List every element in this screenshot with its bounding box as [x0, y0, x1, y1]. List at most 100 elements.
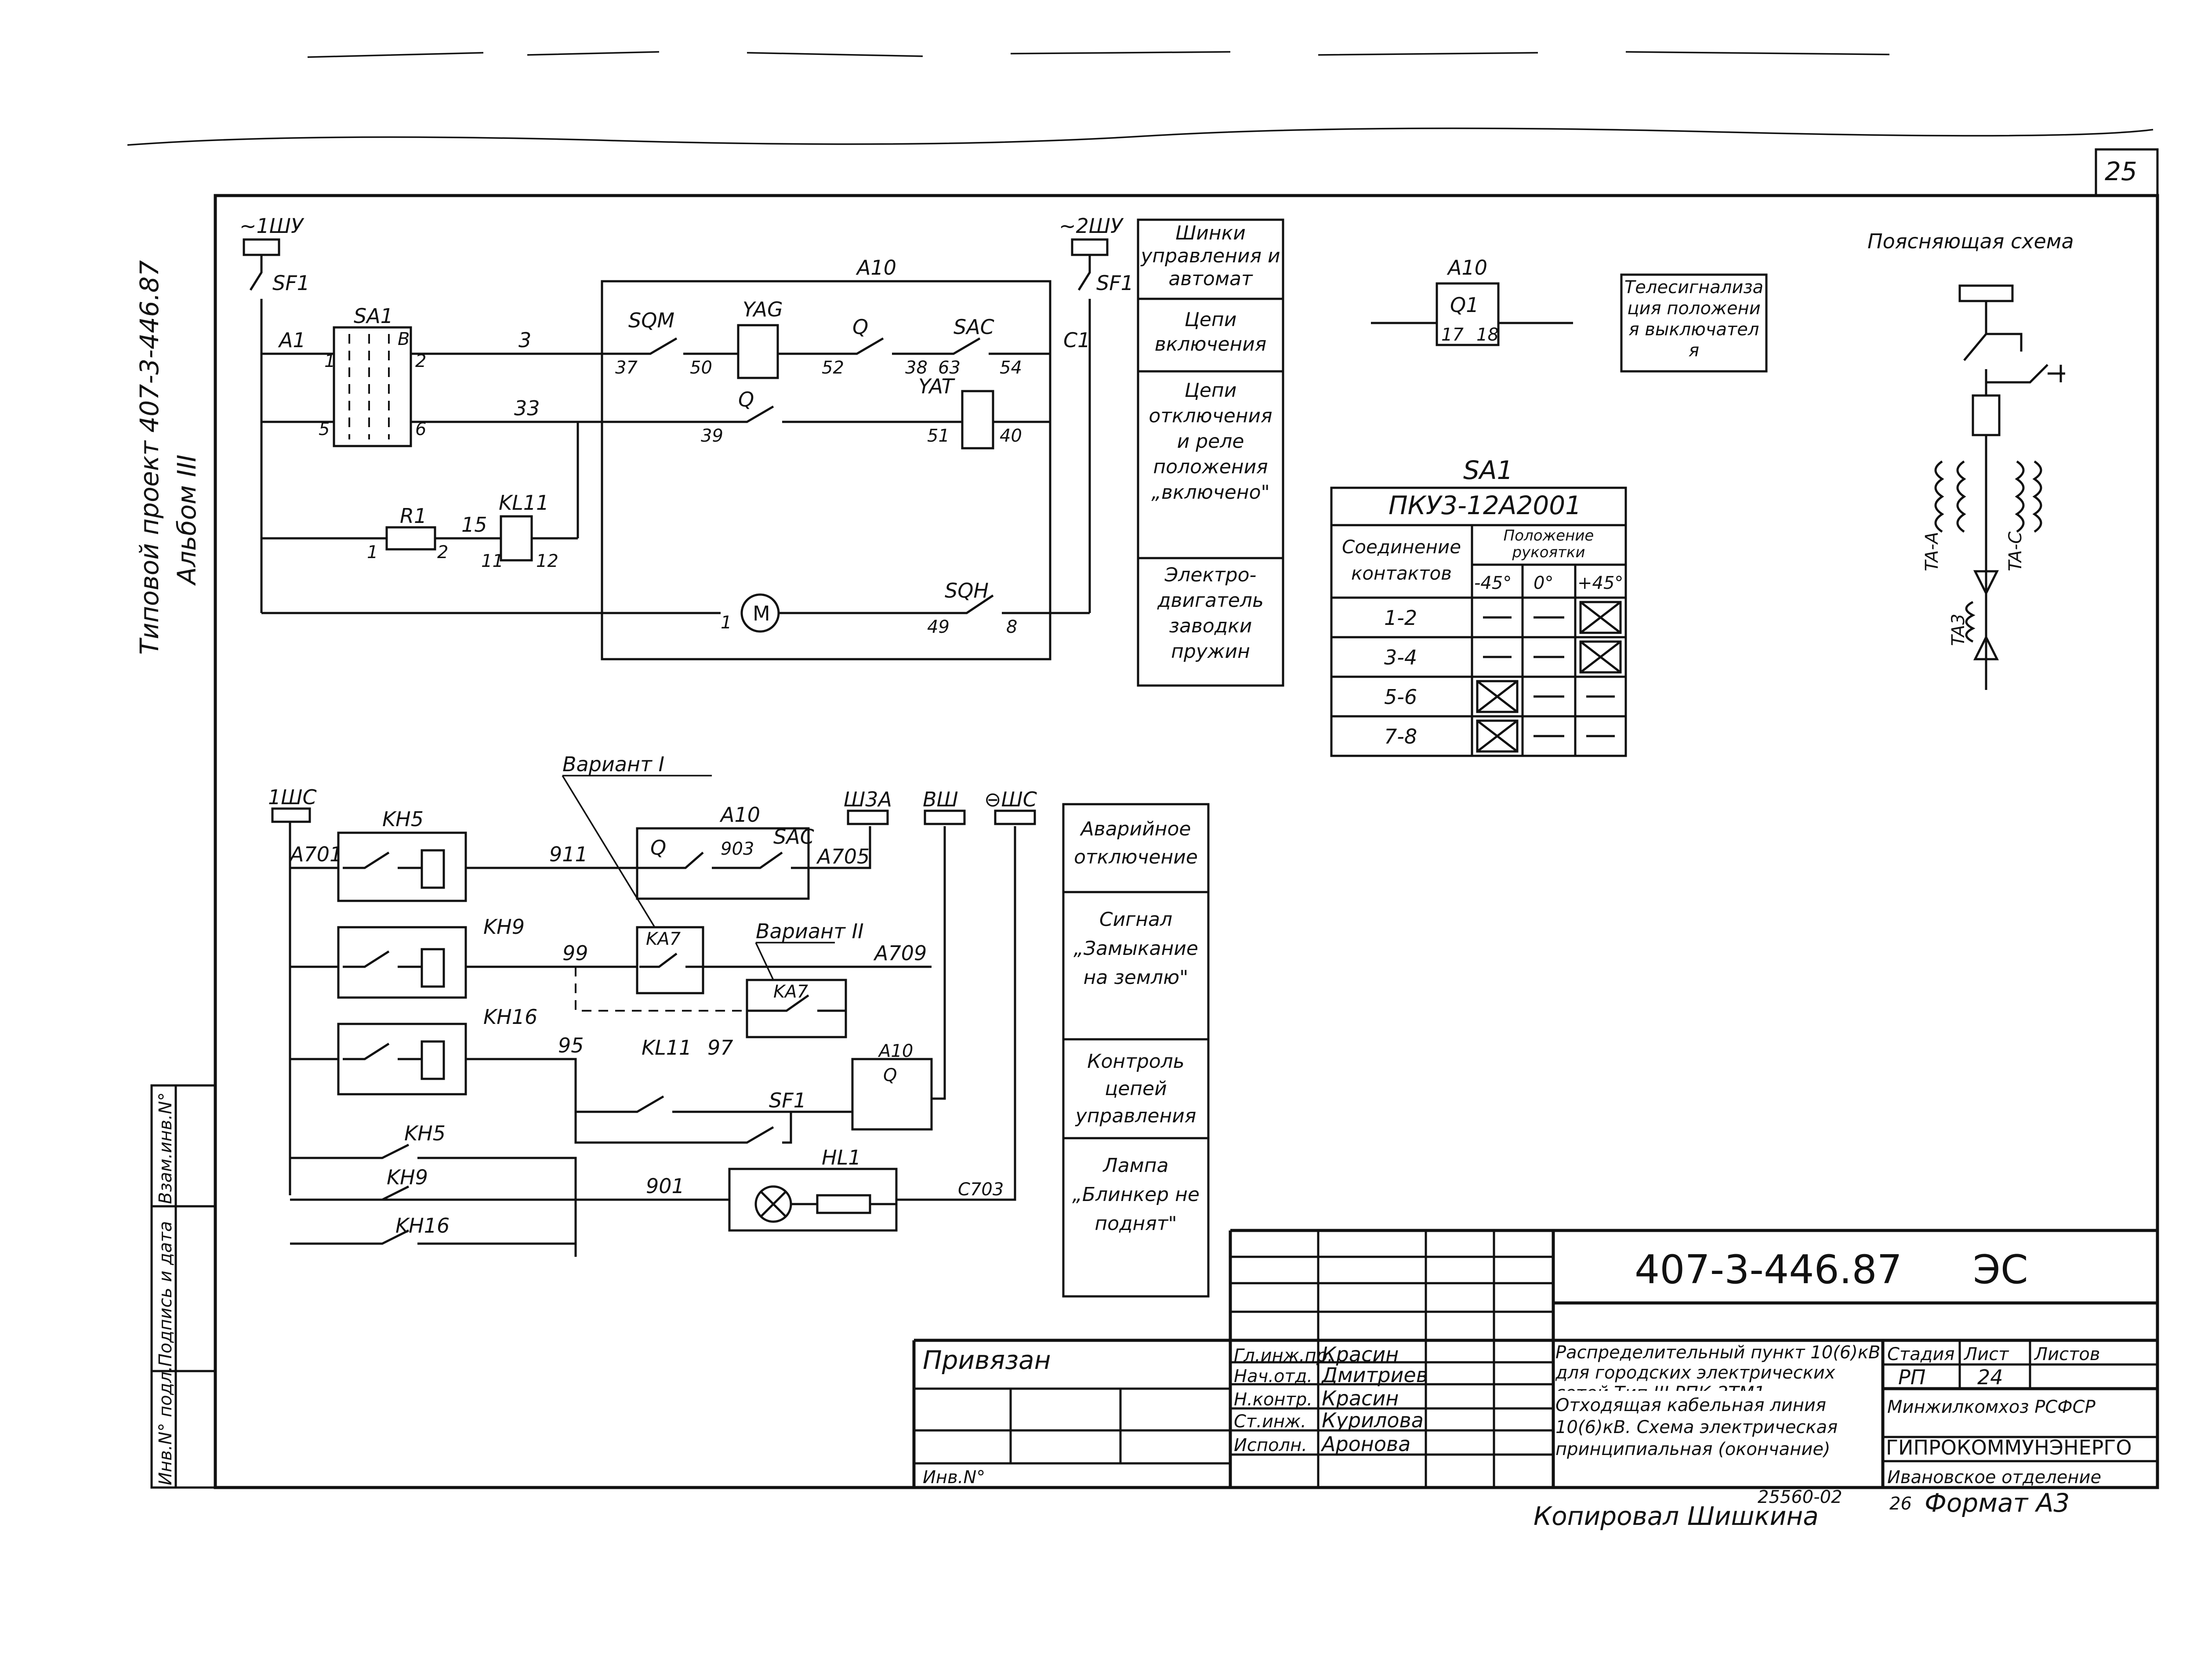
staff-role: Гл.инж.пр.: [1234, 1346, 1333, 1366]
q-pin-39: 39: [701, 426, 723, 446]
telesignal-label: Телесигнализация положения выключателя: [1624, 277, 1764, 361]
legend-tripping-circuits: Цепи отключения и реле положения „включе…: [1149, 379, 1273, 504]
r1-label: R1: [400, 504, 427, 528]
ka7-v1-label: KA7: [646, 929, 681, 949]
sheets-label: Листов: [2034, 1344, 2100, 1364]
sa1-row-contacts: 1-2: [1384, 606, 1417, 630]
a10-breaker-box: [601, 280, 1051, 660]
bottom-circuit: 1ШС Вариант I A701 KH5 911 A10 Q 903 SAC…: [268, 752, 1037, 1257]
ka7-variant2: [746, 979, 847, 1038]
hl1-label: HL1: [822, 1146, 861, 1169]
r1-pin-1: 1: [367, 542, 378, 562]
bus-1shu: ~1ШУ: [239, 214, 305, 238]
staff-name: Дмитриев: [1321, 1363, 1428, 1387]
sa1-switch: [333, 326, 412, 447]
kh5-contact-label: KH5: [404, 1121, 446, 1145]
staff-role: Н.контр.: [1234, 1390, 1312, 1410]
a10-q1-block: A10 Q1 17 18 Телесигнализация положения …: [1371, 256, 1768, 373]
w-903: 903: [721, 839, 754, 859]
pos-minus45: -45°: [1474, 573, 1512, 593]
a10-block-contact: Q1: [1450, 293, 1479, 317]
kh16-label: KH16: [483, 1005, 537, 1029]
doc-mark: ЭС: [1973, 1247, 2028, 1293]
kl11-pin-12: 12: [536, 551, 558, 571]
inv-label: Инв.N°: [923, 1467, 985, 1488]
explanatory-title: Поясняющая схема: [1867, 229, 2074, 253]
pos-plus45: +45°: [1577, 573, 1623, 593]
sqh-pin-8: 8: [1006, 617, 1017, 637]
page-number-box: [2095, 148, 2159, 197]
yag-pin-52: 52: [822, 358, 844, 378]
sa1-pin-b: B: [398, 329, 410, 349]
bus-vsh: ВШ: [923, 787, 958, 811]
kh9-label: KH9: [483, 915, 525, 939]
sa1-col-position: Положение рукоятки: [1503, 527, 1594, 561]
motor-label: M: [753, 602, 770, 625]
bus-2shu: ~2ШУ: [1059, 214, 1124, 238]
scan-noise: [127, 51, 2153, 146]
sheet-label: Лист: [1963, 1344, 2009, 1364]
stage-value: РП: [1898, 1365, 1925, 1389]
legend-control-bus: Шинки управления и автомат: [1141, 222, 1280, 290]
relay-kl11: [500, 515, 533, 562]
sa1-row-contacts: 7-8: [1384, 725, 1417, 748]
kl11-bottom-label: KL11: [642, 1036, 692, 1060]
a10-bottom-label: A10: [719, 803, 760, 827]
staff-name: Красин: [1322, 1386, 1399, 1410]
a10-q-contact: Q: [883, 1065, 897, 1085]
top-legend: Шинки управления и автомат Цепи включени…: [1137, 218, 1284, 687]
sa1-table-model: ПКУ3-12А2001: [1389, 490, 1581, 520]
sa1-table: SA1 ПКУ3-12А2001 Соединение контактов По…: [1330, 455, 1627, 757]
kl11-pin-11: 11: [481, 551, 504, 571]
kh5-label: KH5: [382, 807, 424, 831]
stamp-inv-podl: Инв.N° подл.: [156, 1366, 176, 1485]
a10-label: A10: [856, 256, 896, 279]
archive-no: 25560-02: [1758, 1487, 1842, 1507]
sa1-mark-closed: [1579, 601, 1622, 634]
sac-bottom-label: SAC: [773, 825, 814, 849]
ta-a-label: TA-A: [1922, 532, 1942, 571]
resistor-r1: [385, 526, 436, 551]
title-block: 407-3-446.87 ЭС Привязан Инв.N° Гл.инж.п…: [912, 1229, 2157, 1531]
legend-closing-circuits: Цепи включения: [1154, 308, 1267, 356]
stamp-signature-date: Подпись и дата: [156, 1221, 176, 1367]
w-901: 901: [646, 1174, 685, 1198]
sac-pin-54: 54: [1000, 358, 1022, 378]
w-c703: C703: [958, 1179, 1004, 1200]
q-pin-51: 51: [927, 426, 950, 446]
ta3-label: TA3: [1948, 613, 1969, 646]
drawing-frame: [214, 194, 2159, 1489]
page-number: 25: [2105, 156, 2137, 186]
wire-33: 33: [514, 396, 540, 420]
top-circuit: ~1ШУ SF1 A1 SA1 1 2 5 6 B 3 33 R1 15 1 2…: [239, 214, 1134, 660]
kh16-box: [337, 1023, 467, 1096]
org-ministry: Минжилкомхоз РСФСР: [1887, 1397, 2096, 1417]
coil-yat: [961, 390, 994, 450]
bus-minus-shc: ⊖ШС: [984, 787, 1037, 811]
variant-1-label: Вариант I: [562, 752, 664, 776]
sa1-pin-1: 1: [324, 351, 335, 371]
legend-ground-fault: Сигнал „Замыкание на землю": [1073, 908, 1198, 989]
staff-role: Ст.инж.: [1234, 1411, 1306, 1432]
kh9-box: [337, 926, 467, 999]
a10-contacts-box: [636, 827, 810, 900]
org-branch: Ивановское отделение: [1887, 1467, 2101, 1488]
legend-spring-motor: Электро-двигатель заводки пружин: [1157, 564, 1264, 663]
kh5-box: [337, 831, 467, 902]
pos-zero: 0°: [1534, 573, 1553, 593]
a10-block-t18: 18: [1476, 325, 1499, 345]
c1-label: C1: [1063, 328, 1090, 352]
w-a705: A705: [816, 845, 870, 868]
staff-role: Нач.отд.: [1234, 1366, 1312, 1386]
sac-label: SAC: [953, 315, 994, 339]
sa1-mark-closed: [1579, 640, 1622, 674]
w-a709: A709: [873, 941, 927, 965]
sf1-left-label: SF1: [272, 271, 310, 295]
yat-pin-40: 40: [1000, 426, 1022, 446]
q-pin-38: 38: [905, 358, 928, 378]
q-top-label: Q: [852, 315, 868, 339]
sqh-label: SQH: [945, 579, 989, 602]
sa1-row-contacts: 3-4: [1384, 646, 1417, 669]
bound-label: Привязан: [923, 1345, 1051, 1375]
q-bottom-label: Q: [650, 836, 666, 860]
